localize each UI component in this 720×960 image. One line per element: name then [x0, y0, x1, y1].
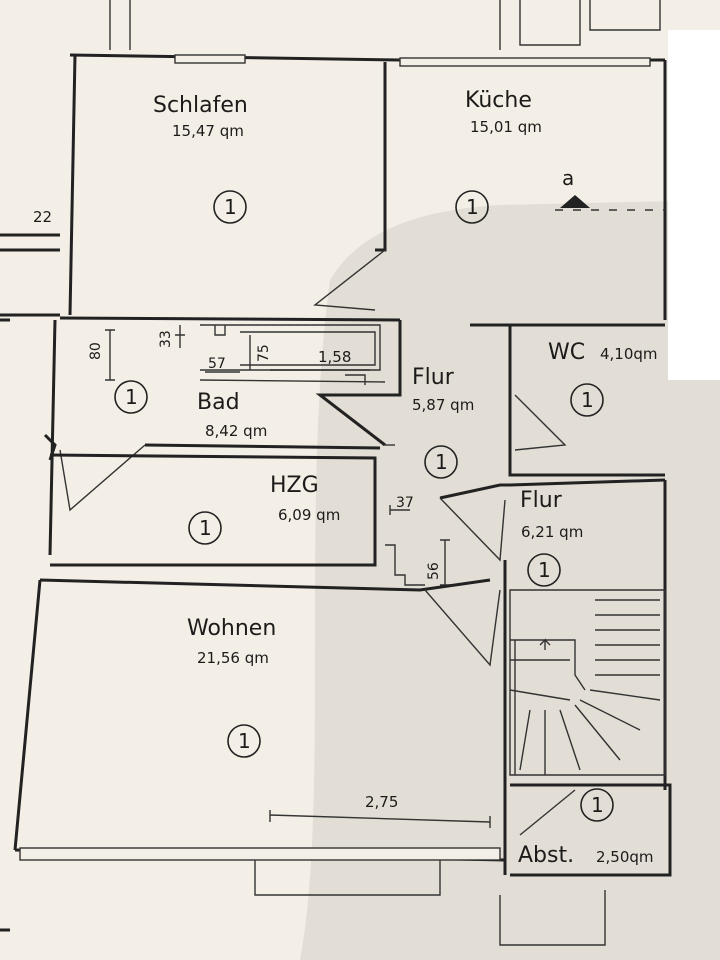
- dim-56: 56: [426, 562, 442, 580]
- room-marker-wohnen: 1: [238, 729, 251, 753]
- dim-37: 37: [396, 495, 414, 511]
- room-area-flur1: 5,87 qm: [412, 396, 474, 414]
- room-name-flur1: Flur: [412, 365, 455, 390]
- room-name-wohnen: Wohnen: [187, 616, 276, 641]
- dim-57: 57: [208, 356, 226, 372]
- upper-left-edge: [0, 233, 60, 317]
- room-marker-kueche: 1: [466, 195, 479, 219]
- room-area-wc: 4,10qm: [600, 345, 658, 363]
- room-marker-hzg: 1: [199, 516, 212, 540]
- room-marker-flur2-circle: [527, 553, 561, 587]
- dim-275: 2,75: [365, 793, 398, 811]
- wall-bad-left: [48, 319, 57, 556]
- room-name-wc: WC: [548, 340, 585, 365]
- bad-dim-80: [105, 329, 115, 381]
- paper-overlay: [668, 30, 720, 380]
- top-wall-right: [499, 0, 661, 50]
- window-kueche: [399, 57, 651, 67]
- room-name-kueche: Küche: [465, 88, 532, 113]
- stair-treads: [509, 599, 661, 775]
- room-area-schlafen: 15,47 qm: [172, 122, 244, 140]
- dim-75: 75: [256, 344, 272, 362]
- window-wohnen: [19, 847, 501, 861]
- bad-dim-33: [175, 325, 185, 348]
- room-marker-wohnen-circle: [227, 724, 261, 758]
- room-area-kueche: 15,01 qm: [470, 118, 542, 136]
- room-marker-hzg-circle: [188, 511, 222, 545]
- room-marker-wc-circle: [570, 383, 604, 417]
- door-flur2-swing: [439, 497, 506, 562]
- bad-fixtures: [199, 324, 386, 385]
- stair-arrow: [539, 638, 551, 650]
- wall-schlafen-right: [375, 62, 387, 252]
- window-schlafen: [174, 54, 246, 64]
- room-marker-wc: 1: [581, 388, 594, 412]
- room-marker-schlafen-circle: [213, 190, 247, 224]
- room-marker-kueche-circle: [455, 190, 489, 224]
- room-area-wohnen: 21,56 qm: [197, 649, 269, 667]
- room-marker-flur1-circle: [424, 445, 458, 479]
- dim-22: 22: [33, 208, 52, 226]
- room-marker-bad-circle: [114, 380, 148, 414]
- door-abst-swing: [519, 789, 576, 836]
- wall-wc: [470, 323, 665, 477]
- wall-wohnen: [13, 578, 491, 851]
- wall-flur2: [439, 478, 666, 500]
- section-marker-label: a: [562, 166, 574, 190]
- wall-schlafen-bottom: [59, 316, 401, 322]
- door-wohnen-swing: [424, 589, 501, 667]
- room-area-hzg: 6,09 qm: [278, 506, 340, 524]
- wall-hzg: [49, 453, 377, 567]
- wall-schlafen-left: [68, 54, 77, 316]
- door-bad-swing: [59, 444, 146, 512]
- room-name-abst: Abst.: [518, 843, 574, 868]
- left-edge-walls: [0, 318, 57, 932]
- room-name-schlafen: Schlafen: [153, 93, 248, 118]
- wall-abst: [510, 783, 672, 877]
- room-marker-bad: 1: [125, 385, 138, 409]
- door-wc-swing: [514, 394, 567, 451]
- dim-158: 1,58: [318, 348, 351, 366]
- top-wall-left: [109, 0, 131, 50]
- dim-80: 80: [88, 342, 104, 360]
- room-marker-flur1: 1: [435, 450, 448, 474]
- room-area-bad: 8,42 qm: [205, 422, 267, 440]
- wall-bad-bottom: [144, 443, 381, 450]
- wall-flur1: [315, 320, 402, 447]
- room-name-hzg: HZG: [270, 473, 319, 498]
- wohnen-dim-275: [269, 810, 491, 828]
- hzg-dim-37: [389, 505, 410, 515]
- room-area-flur2: 6,21 qm: [521, 523, 583, 541]
- room-marker-schlafen: 1: [224, 195, 237, 219]
- room-name-flur2: Flur: [520, 488, 563, 513]
- room-marker-abst: 1: [591, 793, 604, 817]
- bottom-wall-detail: [254, 860, 606, 946]
- door-schlafen-swing: [313, 249, 386, 311]
- dim-33: 33: [158, 330, 174, 348]
- room-marker-flur2: 1: [538, 558, 551, 582]
- room-marker-abst-circle: [580, 788, 614, 822]
- stair-outline: [509, 589, 666, 776]
- hzg-column: [385, 544, 425, 586]
- shadow-area: [300, 200, 720, 960]
- room-name-bad: Bad: [197, 390, 240, 415]
- room-area-abst: 2,50qm: [596, 848, 654, 866]
- section-marker-triangle: [560, 195, 590, 208]
